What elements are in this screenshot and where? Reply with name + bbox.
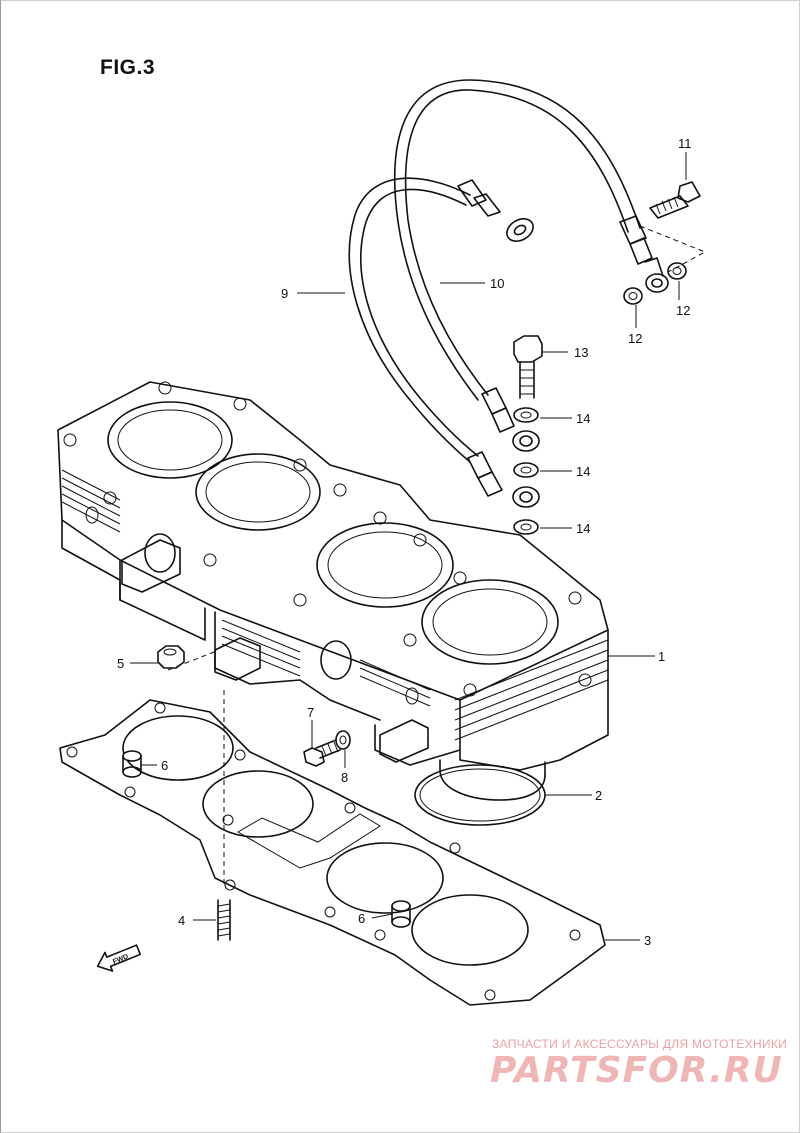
washer-8 [335, 730, 351, 750]
washer-12-right [667, 262, 687, 280]
callout-4: 4 [178, 913, 185, 928]
callout-10: 10 [490, 276, 504, 291]
o-ring-2 [414, 764, 546, 826]
oil-hose-9 [348, 177, 540, 508]
callout-13: 13 [574, 345, 588, 360]
cylinder-block-1 [57, 381, 609, 801]
washer-12-left [623, 287, 643, 305]
callout-14a: 14 [576, 411, 590, 426]
callout-12b: 12 [676, 303, 690, 318]
callout-2: 2 [595, 788, 602, 803]
callout-5: 5 [117, 656, 124, 671]
stud-bolt-4 [217, 690, 231, 941]
dowel-pin-6-upper [122, 750, 142, 778]
callout-11: 11 [678, 136, 692, 151]
figure-title: FIG.3 [100, 56, 156, 79]
callout-14c: 14 [576, 521, 590, 536]
washer-14-a [513, 407, 539, 423]
callout-14b: 14 [576, 464, 590, 479]
callout-3: 3 [644, 933, 651, 948]
callout-8: 8 [341, 770, 348, 785]
base-gasket-3 [59, 699, 606, 1006]
bolt-11 [639, 181, 707, 273]
watermark-caption: ЗАПЧАСТИ И АКСЕССУАРЫ ДЛЯ МОТОТЕХНИКИ [492, 1037, 788, 1051]
callout-6a: 6 [161, 758, 168, 773]
callout-12a: 12 [628, 331, 642, 346]
bolt-7 [303, 739, 341, 767]
fwd-arrow-icon: FWD [96, 944, 142, 972]
oil-hose-10 [393, 79, 669, 452]
washer-14-c [513, 519, 539, 535]
callout-6b: 6 [358, 911, 365, 926]
callout-1: 1 [658, 649, 665, 664]
callout-7: 7 [307, 705, 314, 720]
callout-9: 9 [281, 286, 288, 301]
dowel-pin-6-lower [391, 900, 411, 928]
washer-14-b [513, 462, 539, 478]
union-bolt-13 [513, 335, 543, 399]
leader-6b [371, 913, 393, 919]
nut-5 [157, 645, 215, 671]
watermark-logo: PARTSFOR.RU [490, 1050, 783, 1091]
